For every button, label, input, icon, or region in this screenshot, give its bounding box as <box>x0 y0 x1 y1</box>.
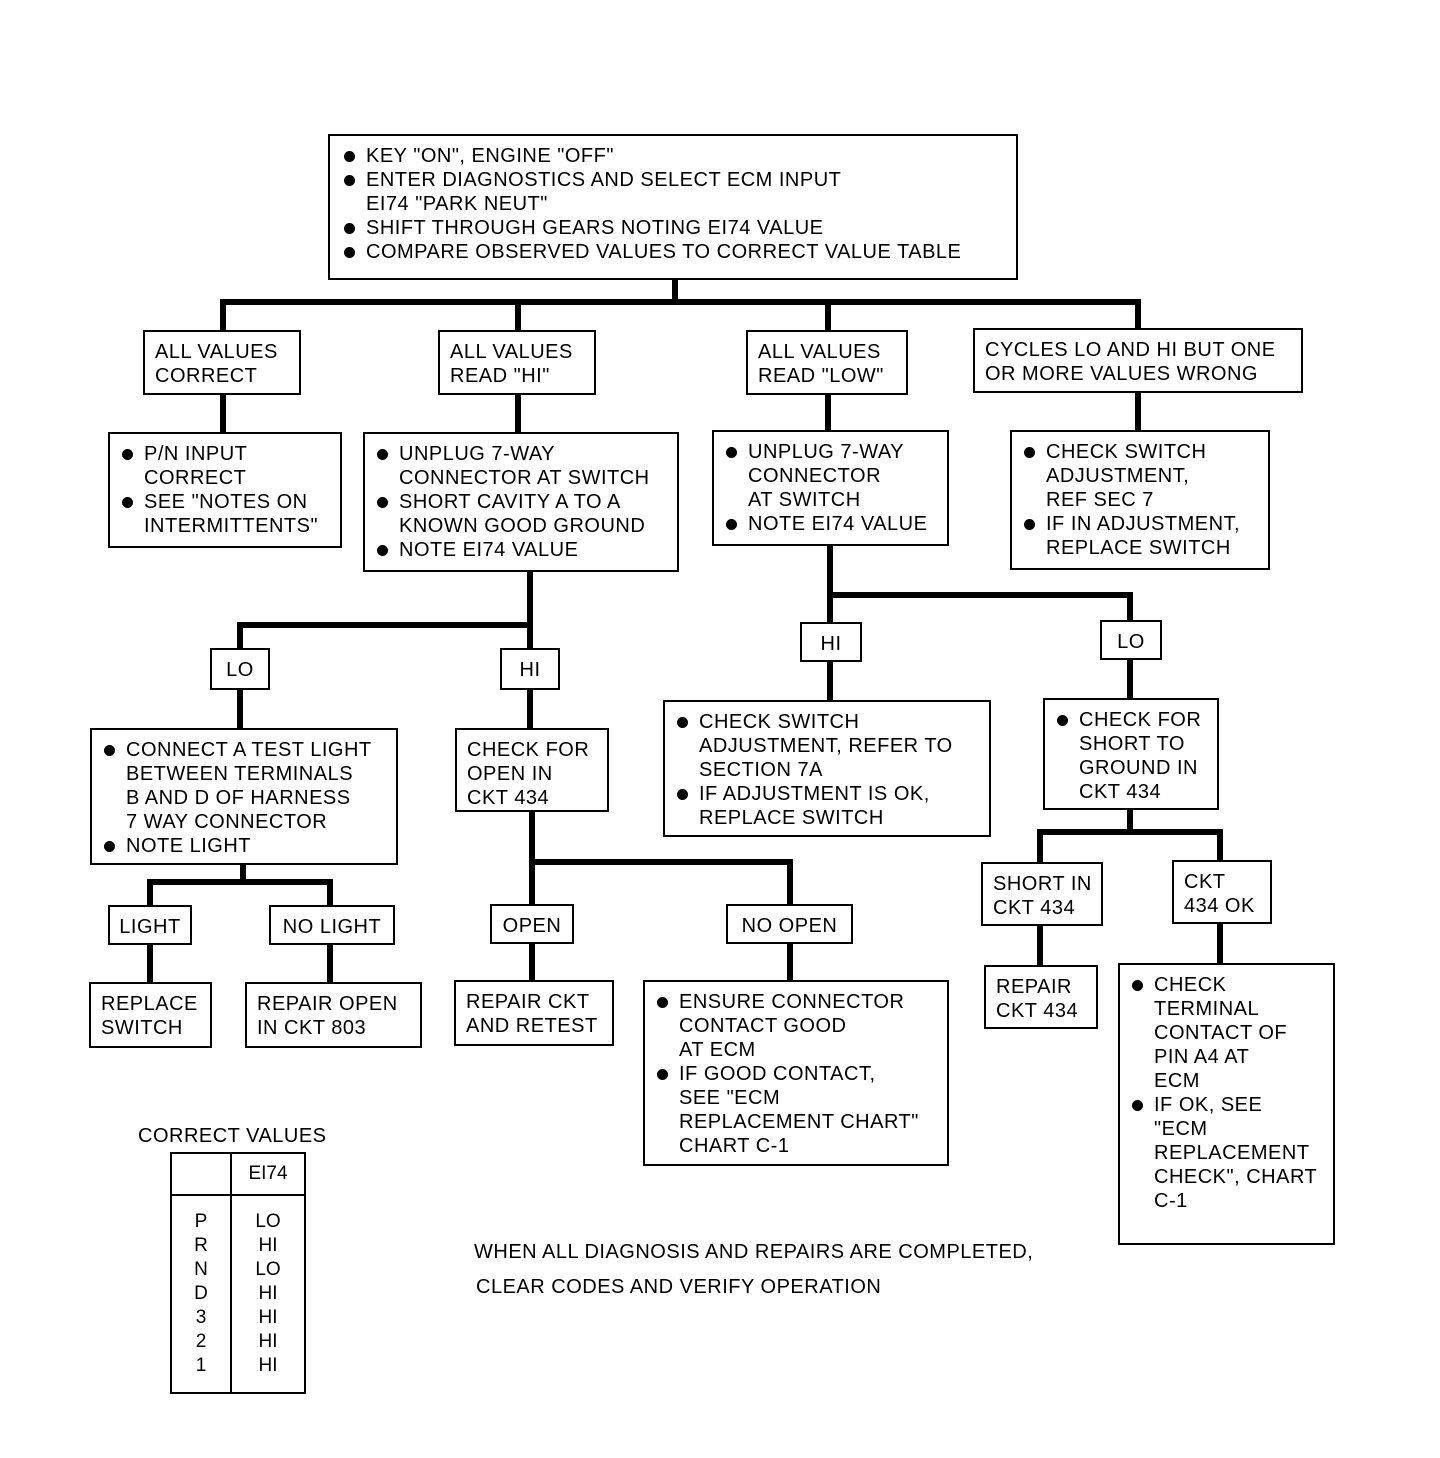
table-header-cell <box>170 1152 232 1196</box>
step-item: IF IN ADJUSTMENT,REPLACE SWITCH <box>1022 512 1258 560</box>
branch-all-low: ALL VALUES READ "LOW" <box>746 330 908 395</box>
step-item: NOTE EI74 VALUE <box>724 512 937 536</box>
branch-all-correct: ALL VALUES CORRECT <box>143 330 301 395</box>
table-header-cell: EI74 <box>230 1152 306 1196</box>
start-item: KEY "ON", ENGINE "OFF" <box>342 144 1004 168</box>
start-item: COMPARE OBSERVED VALUES TO CORRECT VALUE… <box>342 240 1004 264</box>
action-repair-ckt: REPAIR CKT AND RETEST <box>454 980 614 1046</box>
label-light: LIGHT <box>108 905 192 945</box>
step-check-open: CHECK FOR OPEN IN CKT 434 <box>455 728 609 812</box>
step-item: IF ADJUSTMENT IS OK,REPLACE SWITCH <box>675 782 979 830</box>
start-box: KEY "ON", ENGINE "OFF" ENTER DIAGNOSTICS… <box>328 134 1018 280</box>
label-hi-a: HI <box>500 648 560 690</box>
label-lo-b: LO <box>1100 620 1162 660</box>
label-ckt-ok: CKT 434 OK <box>1172 860 1272 924</box>
correct-values-title: CORRECT VALUES <box>138 1125 327 1147</box>
label-lo-a: LO <box>210 648 270 690</box>
step-item: NOTE LIGHT <box>102 834 386 858</box>
start-item: SHIFT THROUGH GEARS NOTING EI74 VALUE <box>342 216 1004 240</box>
label-short-in: SHORT IN CKT 434 <box>981 862 1103 926</box>
action-replace-switch: REPLACE SWITCH <box>89 982 212 1048</box>
gear-column: P R N D 3 2 1 <box>170 1194 232 1394</box>
label-no-light: NO LIGHT <box>269 905 395 945</box>
label-hi-b: HI <box>800 622 862 662</box>
action-repair-434: REPAIR CKT 434 <box>984 965 1098 1029</box>
footer-note-line-1: WHEN ALL DIAGNOSIS AND REPAIRS ARE COMPL… <box>474 1241 1034 1263</box>
value-column: LO HI LO HI HI HI HI <box>230 1194 306 1394</box>
step-item: NOTE EI74 VALUE <box>375 538 667 562</box>
branch-all-hi: ALL VALUES READ "HI" <box>438 330 596 395</box>
branch-cycles: CYCLES LO AND HI BUT ONE OR MORE VALUES … <box>973 328 1303 393</box>
footer-note-line-2: CLEAR CODES AND VERIFY OPERATION <box>476 1276 882 1298</box>
action-repair-803: REPAIR OPEN IN CKT 803 <box>245 982 422 1048</box>
label-open: OPEN <box>490 904 574 944</box>
correct-values-table: EI74 P R N D 3 2 1 LO HI LO HI HI HI HI <box>170 1152 306 1394</box>
label-no-open: NO OPEN <box>726 904 853 944</box>
